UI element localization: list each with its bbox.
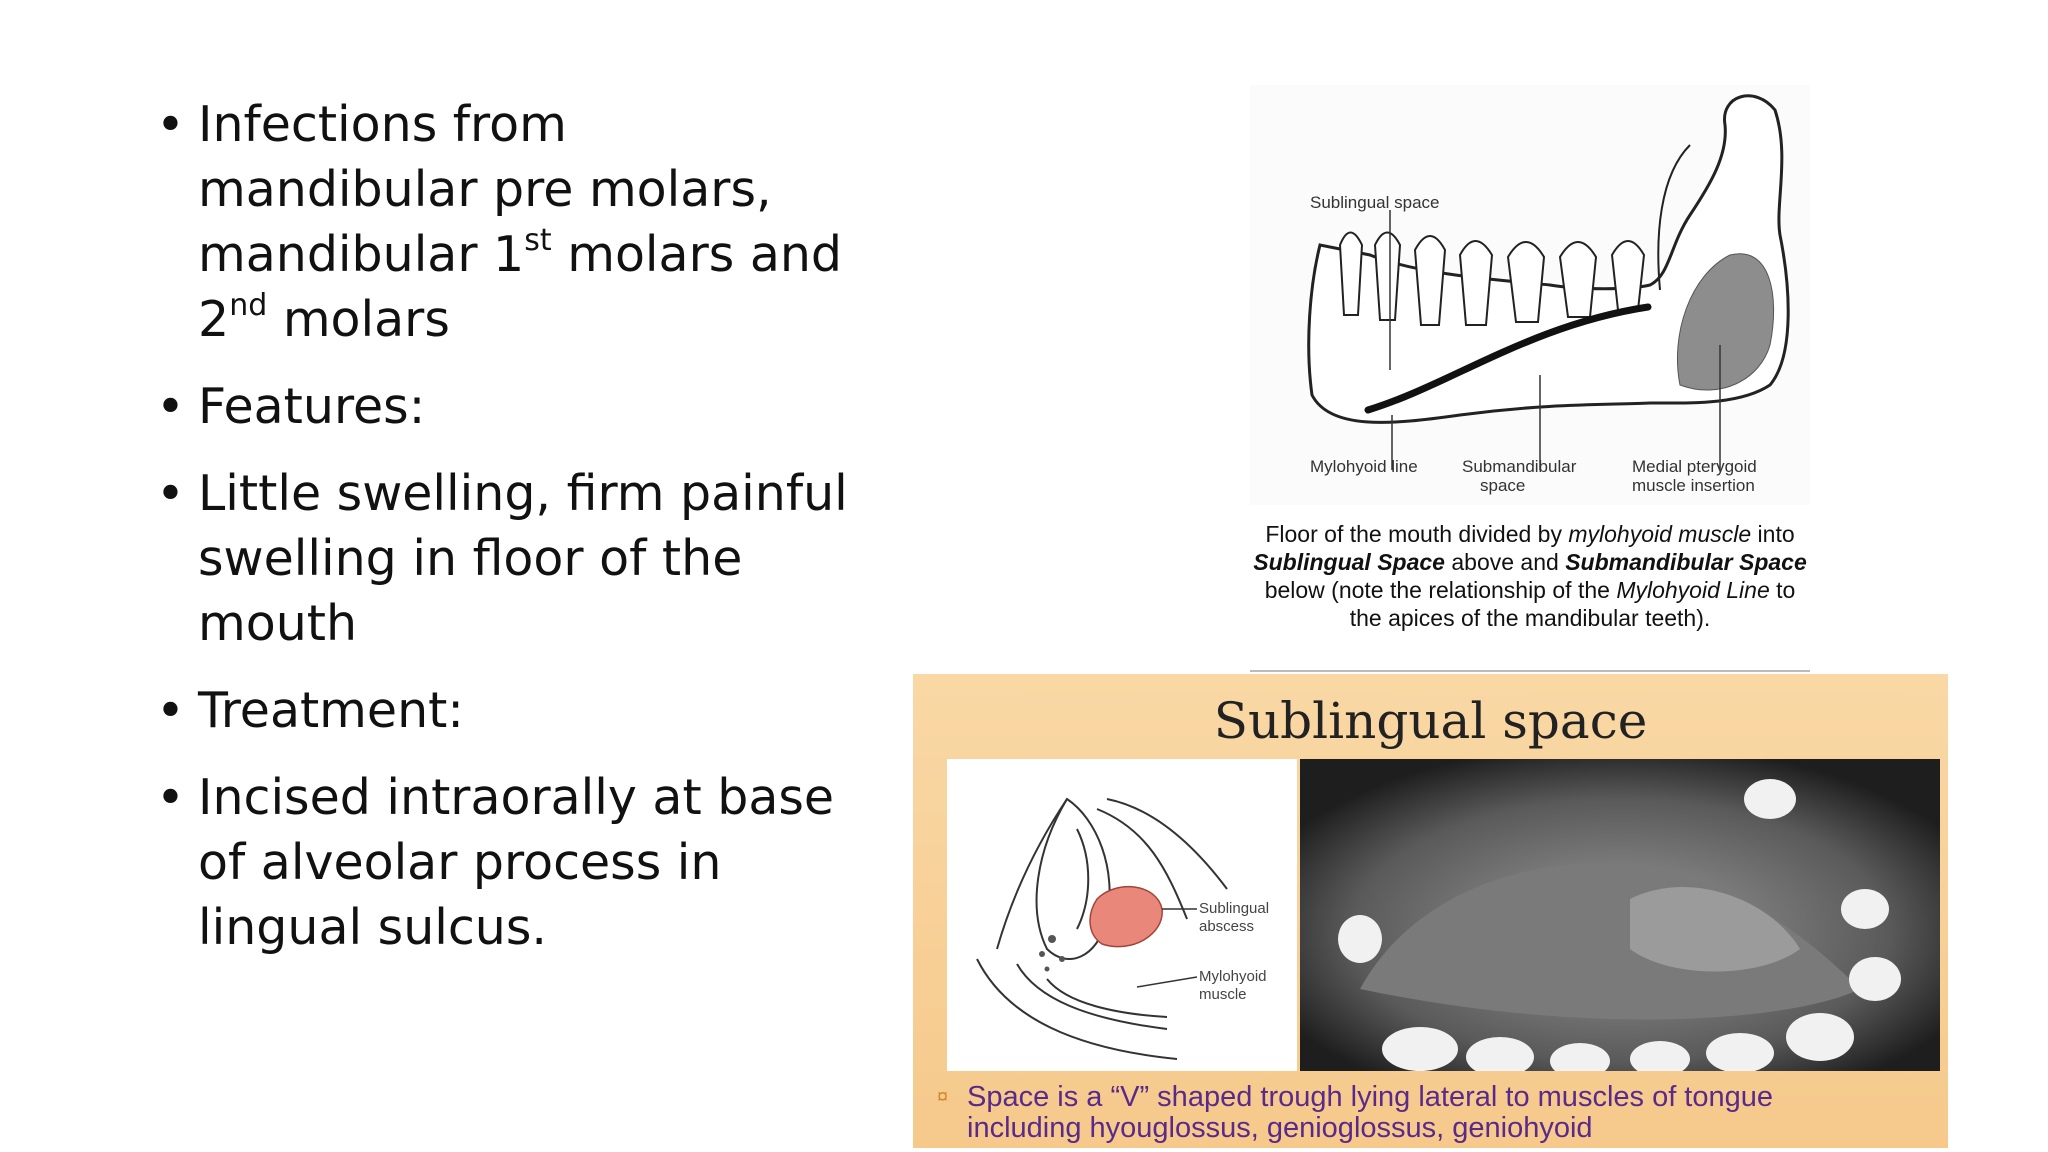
- note-text: Space is a “V” shaped trough lying later…: [967, 1081, 1774, 1144]
- bullet-swelling: Little swelling, firm painful swelling i…: [150, 461, 850, 656]
- bullet-list: Infections from mandibular pre molars, m…: [150, 92, 850, 982]
- label-submandibular-1: Submandibular: [1462, 457, 1577, 476]
- bullet-treatment: Treatment:: [150, 678, 850, 743]
- cross-section-diagram: Sublingual abscess Mylohyoid muscle: [947, 759, 1297, 1071]
- label-mylohyoid-muscle-1: Mylohyoid: [1199, 968, 1267, 985]
- label-mylohyoid-muscle-2: muscle: [1199, 986, 1247, 1003]
- mandible-illustration: [1250, 85, 1810, 505]
- label-sublingual-abscess-2: abscess: [1199, 918, 1255, 935]
- floor-of-mouth-photo: [1300, 759, 1940, 1071]
- label-sublingual-space: Sublingual space: [1310, 193, 1440, 212]
- diagram-caption: Floor of the mouth divided by mylohyoid …: [1253, 521, 1807, 631]
- panel-note: ¤ Space is a “V” shaped trough lying late…: [937, 1082, 1937, 1144]
- note-bullet-icon: ¤: [937, 1086, 949, 1108]
- caption-divider: [1250, 670, 1810, 672]
- label-submandibular-2: space: [1480, 476, 1526, 495]
- label-medial-pterygoid-1: Medial pterygoid: [1632, 457, 1757, 476]
- mandible-diagram: Sublingual space Mylohyoid line Submandi…: [1250, 85, 1810, 675]
- bullet-features: Features:: [150, 374, 850, 439]
- photo-illustration: [1300, 759, 1940, 1071]
- panel-title: Sublingual space: [1213, 692, 1648, 750]
- label-medial-pterygoid-2: muscle insertion: [1632, 476, 1755, 495]
- label-sublingual-abscess-1: Sublingual: [1199, 900, 1270, 917]
- bullet-infections: Infections from mandibular pre molars, m…: [150, 92, 850, 352]
- sublingual-abscess-shape: [1089, 885, 1163, 948]
- cross-section-illustration: [976, 797, 1228, 1060]
- label-mylohyoid-line: Mylohyoid line: [1310, 457, 1418, 476]
- sublingual-panel: Sublingual space Sublingu: [913, 674, 1948, 1148]
- bullet-incision: Incised intraorally at base of alveolar …: [150, 765, 850, 960]
